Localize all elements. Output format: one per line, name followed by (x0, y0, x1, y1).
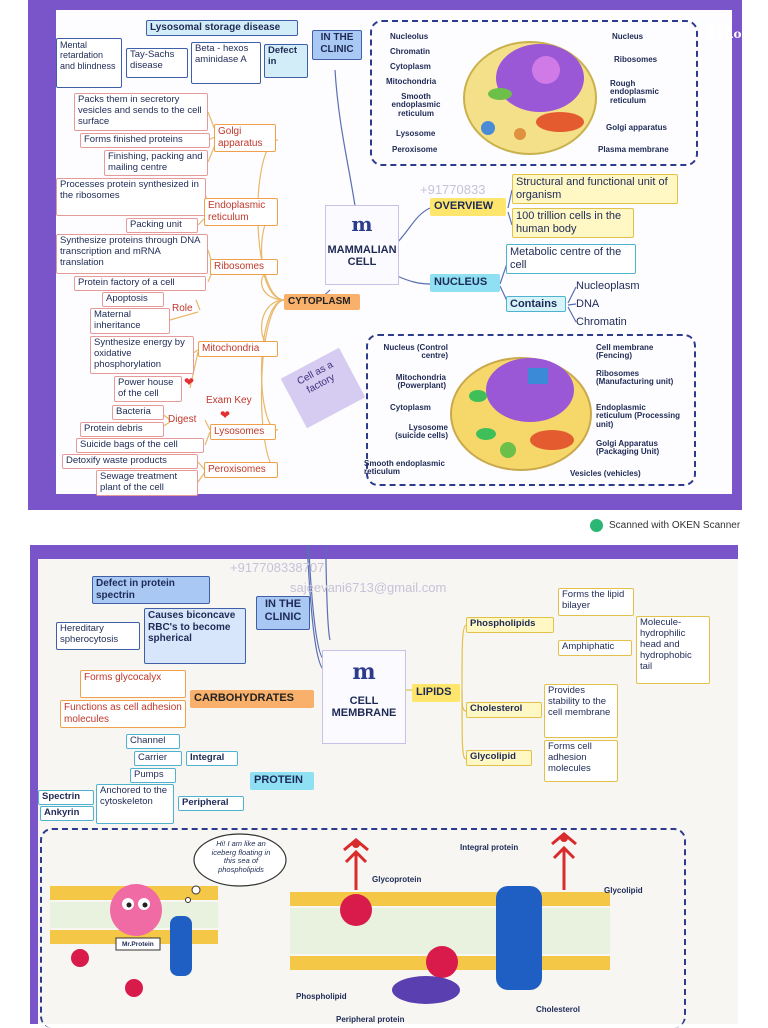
watermark-phone-2: +917708338707 (230, 560, 325, 575)
golgi-fact-3: Finishing, packing and mailing centre (104, 150, 208, 176)
integral-label: Integral (186, 751, 238, 766)
mammalian-cell-title: MAMMALIAN CELL (327, 244, 397, 268)
nucleus-content-2: DNA (576, 298, 600, 310)
overview-label: OVERVIEW (430, 198, 506, 216)
peroxisomes-label: Peroxisomes (204, 462, 278, 478)
amphiphatic-label: Amphiphatic (558, 640, 632, 656)
nucleus-contains: Contains (506, 296, 566, 312)
lysosomal-storage-box: Lysosomal storage disease (146, 20, 298, 36)
pumps-box: Pumps (130, 768, 176, 783)
cell-diagram-1 (370, 20, 698, 166)
mammalian-cell-node: m MAMMALIAN CELL (325, 205, 399, 285)
cholesterol-diagram-label: Cholesterol (536, 1005, 581, 1014)
er-label: Endoplasmic reticulum (204, 198, 278, 226)
watermark-email-2: sajeevani6713@gmail.com (290, 580, 447, 595)
phospholipid-diagram-label: Phospholipid (296, 992, 347, 1001)
nucleus-metabolic: Metabolic centre of the cell (506, 244, 636, 274)
membrane-illustration (50, 832, 610, 1004)
cholesterol-label: Cholesterol (466, 702, 542, 718)
mito-powerhouse: Power house of the cell (114, 376, 182, 402)
mindmap-lines-2 (306, 545, 467, 760)
mitochondria-label: Mitochondria (198, 341, 278, 357)
functions-adhesion-box: Functions as cell adhesion molecules (60, 700, 186, 728)
mr-protein-label: Mr.Protein (122, 941, 154, 948)
spectrin-box: Spectrin (38, 790, 94, 805)
ribosome-fact-1: Synthesize proteins through DNA transcri… (56, 234, 208, 274)
ribosome-fact-2: Protein factory of a cell (74, 276, 206, 291)
lipids-label: LIPIDS (412, 684, 460, 702)
phospholipids-label: Phospholipids (466, 617, 554, 633)
mito-role: Role (172, 303, 193, 314)
in-the-clinic-label-2: IN THE CLINIC (256, 596, 310, 630)
peripheral-protein-label: Peripheral protein (336, 1015, 405, 1024)
causes-biconcave-box: Causes biconcave RBC's to become spheric… (144, 608, 246, 664)
overview-fact-2: 100 trillion cells in the human body (512, 208, 634, 238)
carrier-box: Carrier (134, 751, 182, 766)
scanner-text: Scanned with OKEN Scanner (609, 520, 741, 531)
lys-suicide-bags: Suicide bags of the cell (76, 438, 204, 453)
heart-icon: ❤ (184, 375, 195, 389)
nucleus-content-3: Chromatin (576, 316, 627, 328)
glycolipid-diagram-label: Glycolipid (604, 886, 643, 895)
scanner-badge: Scanned with OKEN Scanner (590, 519, 740, 532)
peripheral-label: Peripheral (178, 796, 244, 811)
mito-energy: Synthesize energy by oxidative phosphory… (90, 336, 194, 374)
golgi-label: Golgi apparatus (214, 124, 276, 152)
glycolipid-fact: Forms cell adhesion molecules (544, 740, 618, 782)
lysosomes-label: Lysosomes (210, 424, 276, 440)
anchored-box: Anchored to the cytoskeleton (96, 784, 174, 824)
cell-illustration-1 (463, 41, 597, 155)
integral-protein-label: Integral protein (460, 843, 519, 852)
cytoplasm-label: CYTOPLASM (284, 294, 360, 310)
ankyrin-box: Ankyrin (40, 806, 94, 821)
beta-hexosaminidase-box: Beta - hexos aminidase A (191, 42, 261, 84)
mito-apoptosis: Apoptosis (102, 292, 164, 307)
cell-membrane-title: CELL MEMBRANE (331, 695, 397, 719)
overview-fact-1: Structural and functional unit of organi… (512, 174, 678, 204)
hereditary-spherocytosis-box: Hereditary spherocytosis (56, 622, 140, 650)
defect-in-box: Defect in (264, 44, 308, 78)
molecule-hydrophilic: Molecule- hydrophilic head and hydrophob… (636, 616, 710, 684)
nucleus-label: NUCLEUS (430, 274, 500, 292)
lys-bacteria: Bacteria (112, 405, 164, 420)
nucleus-content-1: Nucleoplasm (576, 280, 640, 292)
tay-sachs-box: Tay-Sachs disease (126, 48, 188, 78)
protein-label: PROTEIN (250, 772, 314, 790)
carbohydrates-label: CARBOHYDRATES (190, 690, 314, 708)
glycolipid-label: Glycolipid (466, 750, 532, 766)
brand-logo-icon: mo (706, 15, 742, 45)
thought-bubble-text: Hi! I am like an iceberg floating in thi… (211, 839, 271, 874)
per-detoxify: Detoxify waste products (62, 454, 198, 469)
er-fact-1: Processes protein synthesized in the rib… (56, 178, 206, 216)
scanner-logo-icon (590, 519, 603, 532)
membrane-diagram (40, 828, 686, 1028)
er-fact-2: Packing unit (126, 218, 198, 233)
golgi-fact-2: Forms finished proteins (80, 133, 210, 148)
forms-glycocalyx-box: Forms glycocalyx (80, 670, 186, 698)
mito-maternal: Maternal inheritance (90, 308, 170, 334)
page-number: 1 (716, 482, 722, 493)
golgi-fact-1: Packs them in secretory vesicles and sen… (74, 93, 208, 131)
defect-spectrin-box: Defect in protein spectrin (92, 576, 210, 604)
forms-lipid-bilayer: Forms the lipid bilayer (558, 588, 634, 616)
cholesterol-fact: Provides stability to the cell membrane (544, 684, 618, 738)
lys-digest: Digest (168, 414, 197, 425)
lys-protein-debris: Protein debris (80, 422, 164, 437)
cell-membrane-node: m CELL MEMBRANE (322, 650, 406, 744)
ribosomes-label: Ribosomes (210, 259, 278, 275)
glycoprotein-label: Glycoprotein (372, 875, 422, 884)
cell-illustration-2 (450, 357, 592, 471)
brand-logo-small-icon: m (351, 212, 373, 236)
exam-key-heart-icon: ❤ (220, 408, 231, 422)
cell-diagram-2 (366, 334, 696, 486)
watermark-phone-1: +91770833 (420, 182, 486, 197)
in-the-clinic-label: IN THE CLINIC (312, 30, 362, 60)
brand-logo-small-icon-2: m (352, 659, 376, 685)
per-sewage: Sewage treatment plant of the cell (96, 470, 198, 496)
channel-box: Channel (126, 734, 180, 749)
exam-key-label: Exam Key (206, 395, 252, 406)
mental-retardation-box: Mental retardation and blindness (56, 38, 122, 88)
